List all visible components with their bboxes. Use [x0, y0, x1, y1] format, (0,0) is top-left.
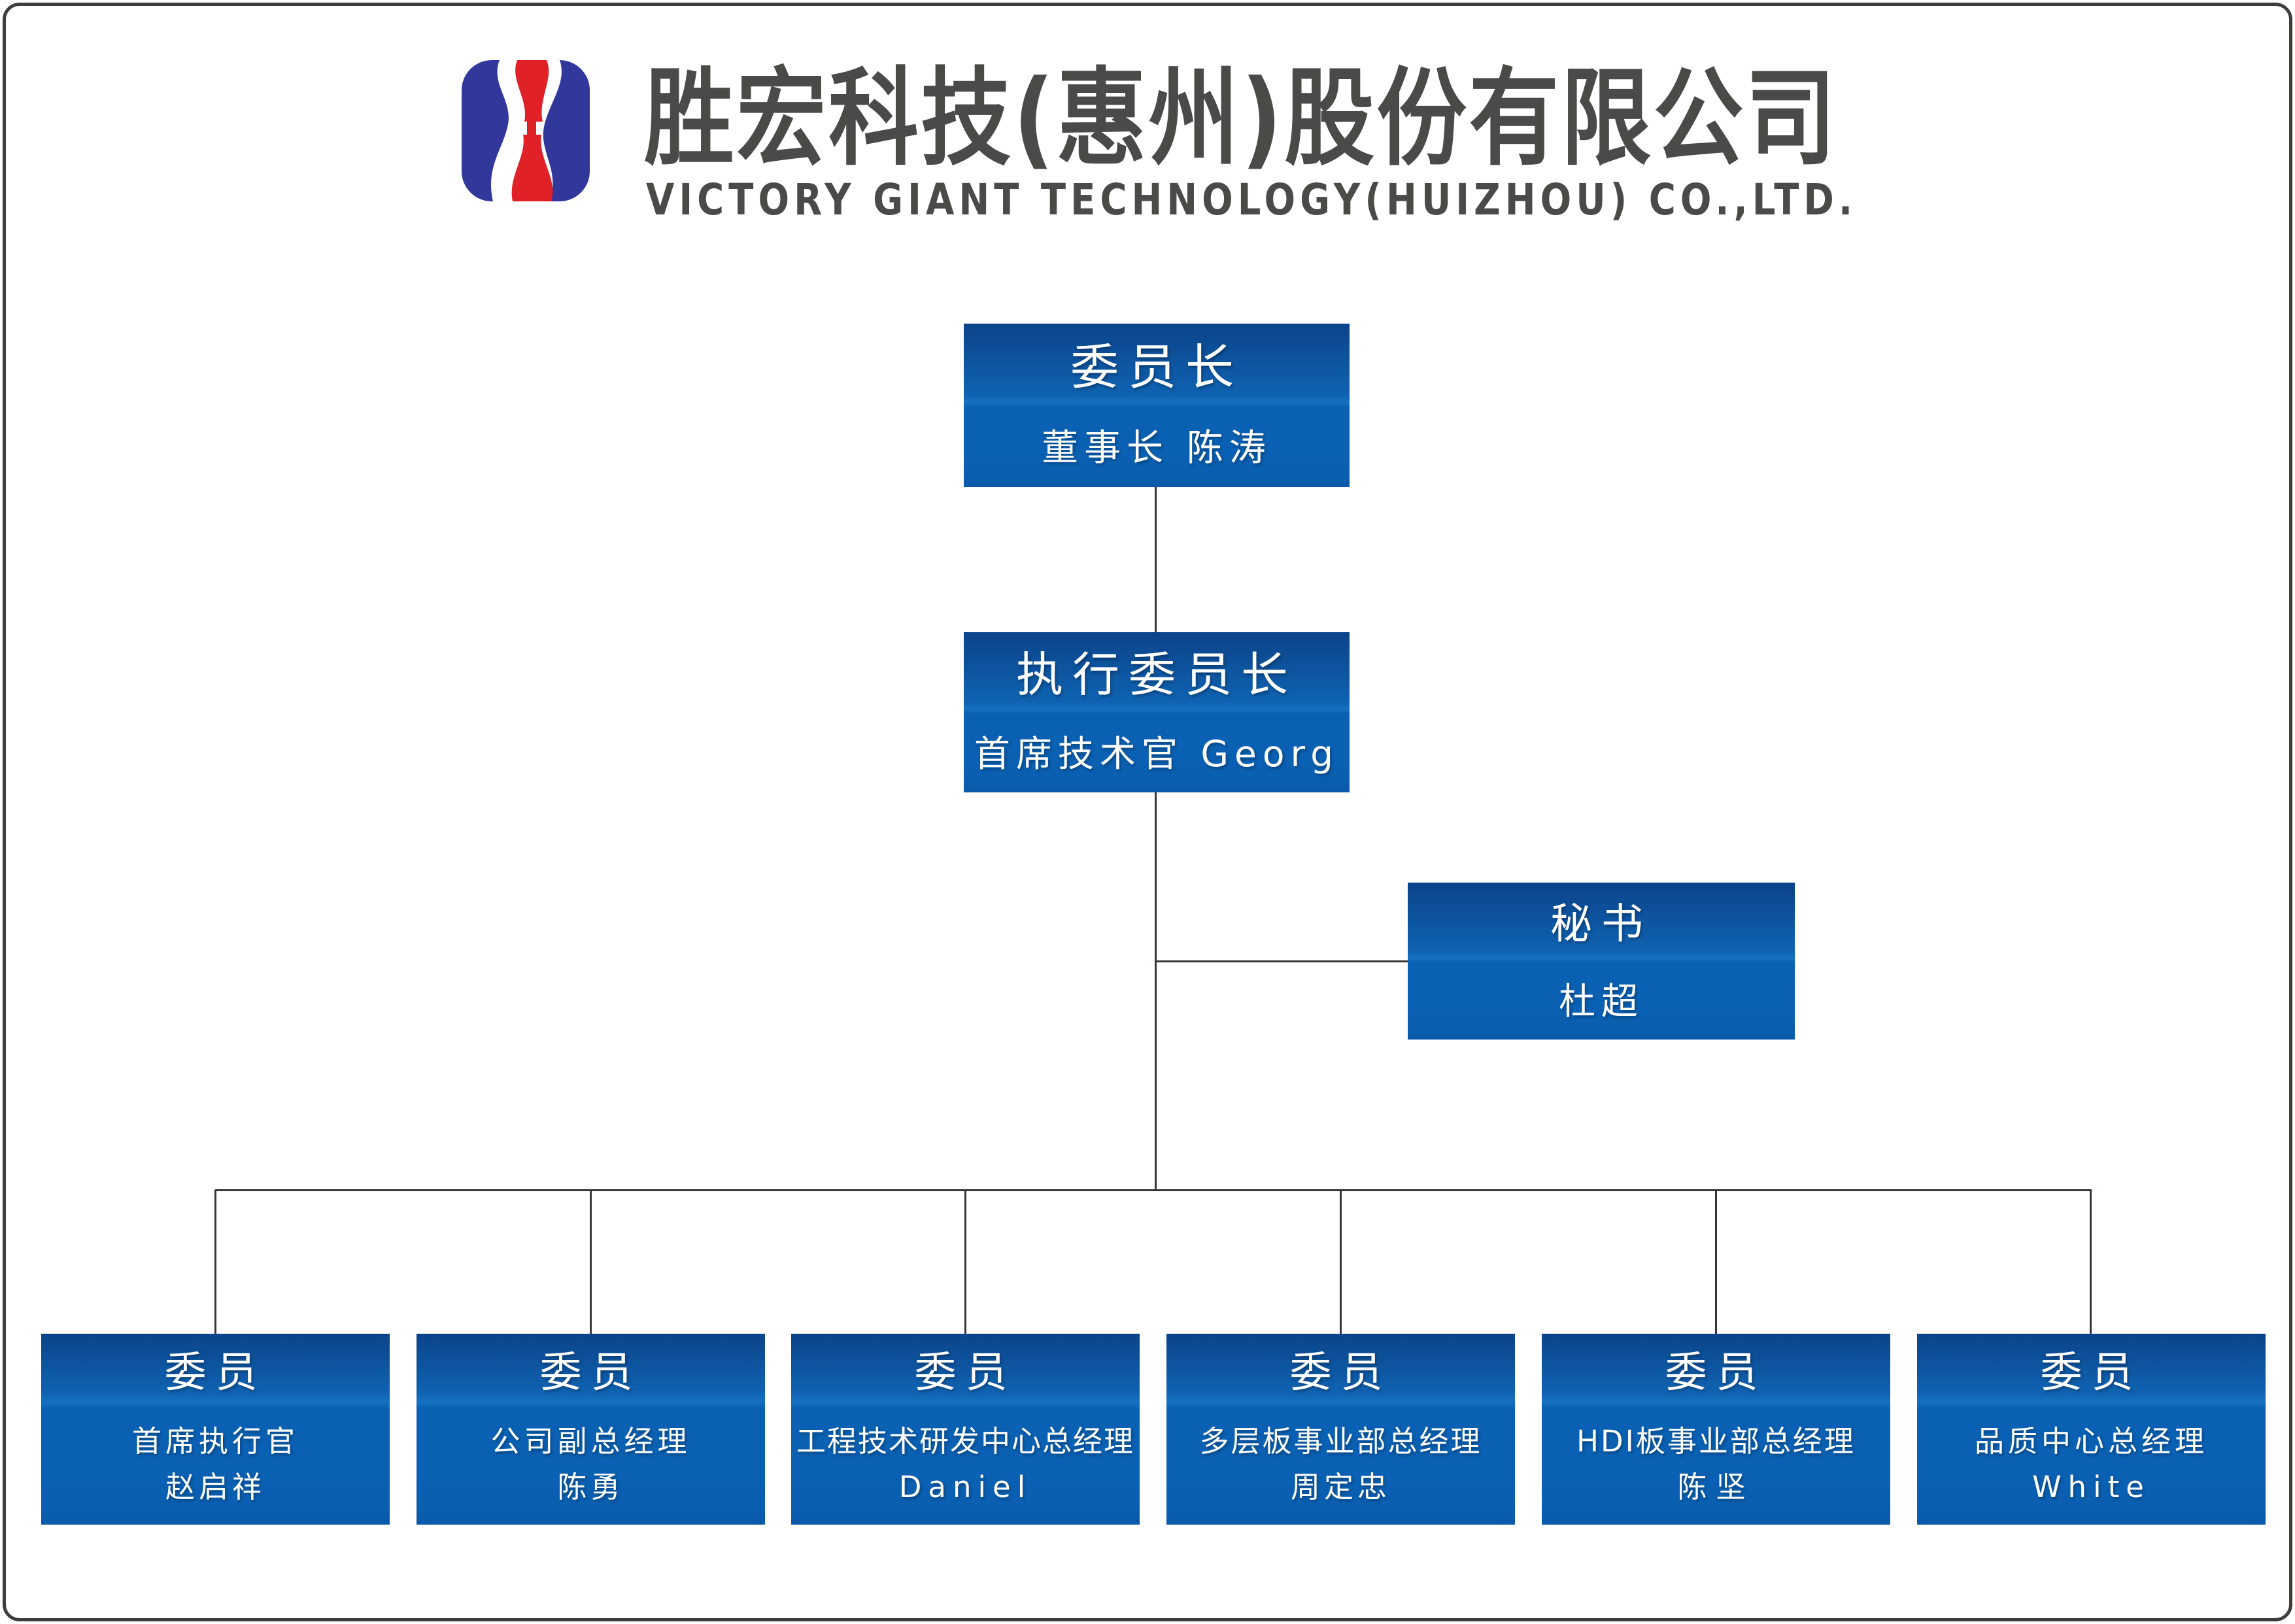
member-role: 多层板事业部总经理: [1199, 1424, 1482, 1459]
member-name: 赵启祥: [165, 1470, 265, 1505]
node-member-2: 委员 公司副总经理 陈勇: [416, 1334, 765, 1525]
node-title: 执行委员长: [1015, 647, 1297, 703]
member-role: HDI板事业部总经理: [1576, 1424, 1856, 1459]
connector-exec-trunk: [1155, 791, 1157, 1191]
node-member-6: 委员 品质中心总经理 White: [1917, 1334, 2266, 1525]
member-name: 周定忠: [1290, 1470, 1391, 1505]
member-name: 陈勇: [557, 1470, 624, 1505]
node-subtitle: 董事长 陈涛: [1042, 426, 1272, 469]
node-title: 委员长: [1070, 339, 1243, 396]
connector-drop-member-1: [214, 1190, 216, 1334]
node-executive-chairman: 执行委员长 首席技术官 Georg: [964, 632, 1350, 792]
connector-drop-member-6: [2090, 1190, 2092, 1334]
member-role: 公司副总经理: [490, 1424, 691, 1459]
connector-drop-member-4: [1340, 1190, 1342, 1334]
connector-drop-member-5: [1715, 1190, 1717, 1334]
node-subtitle: 杜超: [1559, 981, 1644, 1024]
member-role: 首席执行官: [131, 1424, 299, 1459]
connector-drop-member-3: [964, 1190, 966, 1334]
company-name-en: VICTORY GIANT TECHNOLOGY(HUIZHOU) CO.,LT…: [646, 175, 1858, 226]
member-role: 工程技术研发中心总经理: [796, 1424, 1134, 1459]
node-member-1: 委员 首席执行官 赵启祥: [41, 1334, 390, 1525]
node-chairman: 委员长 董事长 陈涛: [964, 324, 1350, 487]
node-title: 秘书: [1550, 900, 1652, 949]
node-title: 委员: [1665, 1349, 1767, 1398]
member-role: 品质中心总经理: [1974, 1424, 2208, 1459]
connector-secretary-branch: [1155, 960, 1408, 962]
member-name: White: [2032, 1470, 2150, 1505]
node-title: 委员: [914, 1349, 1017, 1398]
connector-drop-member-2: [590, 1190, 592, 1334]
node-title: 委员: [2040, 1349, 2143, 1398]
connector-chairman-exec: [1155, 487, 1157, 632]
node-title: 委员: [539, 1349, 642, 1398]
connector-members-bus: [215, 1189, 2092, 1191]
node-secretary: 秘书 杜超: [1408, 883, 1795, 1040]
member-name: 陈坚: [1677, 1470, 1755, 1505]
node-member-4: 委员 多层板事业部总经理 周定忠: [1166, 1334, 1515, 1525]
node-subtitle: 首席技术官 Georg: [974, 733, 1340, 775]
company-logo-icon: [462, 60, 590, 201]
company-name-zh: 胜宏科技(惠州)股份有限公司: [644, 58, 1838, 180]
member-name: Daniel: [898, 1470, 1032, 1505]
node-member-3: 委员 工程技术研发中心总经理 Daniel: [791, 1334, 1140, 1525]
node-title: 委员: [1289, 1349, 1392, 1398]
node-member-5: 委员 HDI板事业部总经理 陈坚: [1542, 1334, 1890, 1525]
node-title: 委员: [164, 1349, 267, 1398]
